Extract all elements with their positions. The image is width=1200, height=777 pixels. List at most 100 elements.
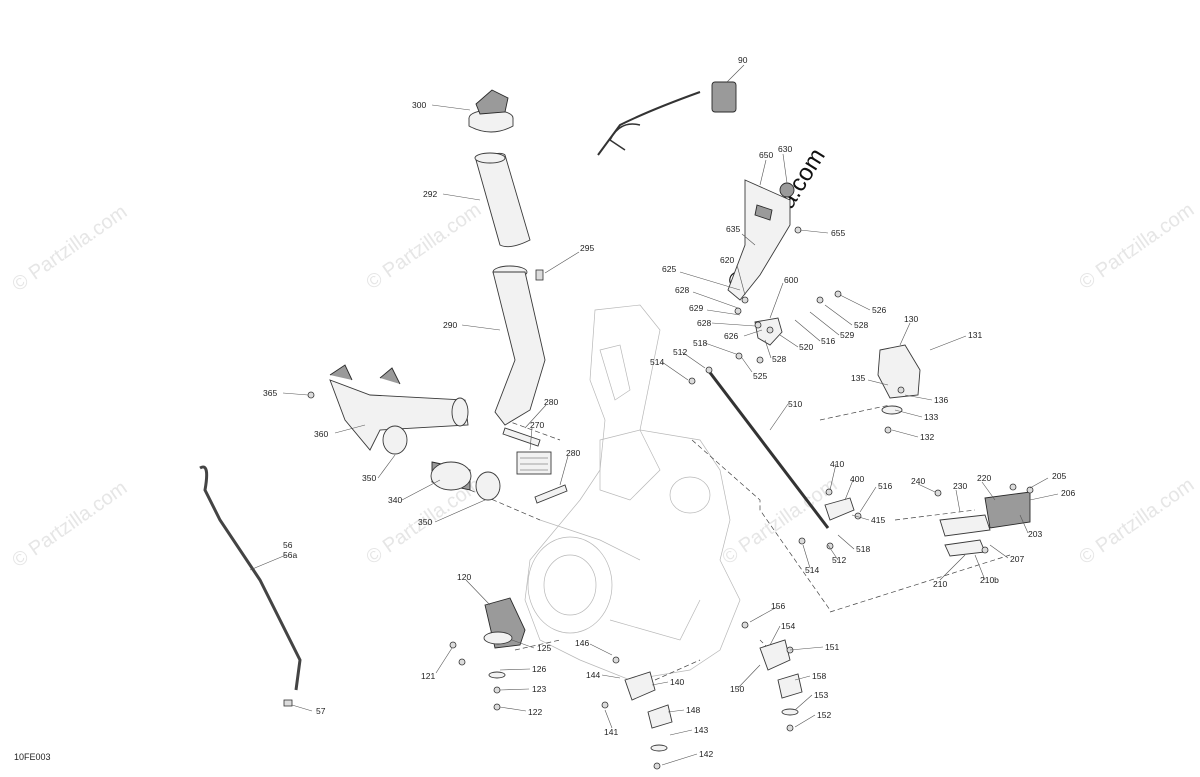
callout-510: 510 — [788, 399, 802, 409]
callout-152: 152 — [817, 710, 831, 720]
callout-518-upper: 518 — [693, 338, 707, 348]
callout-142: 142 — [699, 749, 713, 759]
callout-628-upper: 628 — [675, 285, 689, 295]
callout-514-upper: 514 — [650, 357, 664, 367]
callout-122: 122 — [528, 707, 542, 717]
callout-360: 360 — [314, 429, 328, 439]
callout-270: 270 — [530, 420, 544, 430]
engine-mount-150 — [759, 639, 803, 716]
watermark: © Partzilla.com — [1075, 199, 1198, 294]
callout-141: 141 — [604, 727, 618, 737]
callout-153: 153 — [814, 690, 828, 700]
callout-158: 158 — [812, 671, 826, 681]
callout-140: 140 — [670, 677, 684, 687]
callout-400: 400 — [850, 474, 864, 484]
callout-150: 150 — [730, 684, 744, 694]
callout-123: 123 — [532, 684, 546, 694]
intake-cap-part — [468, 89, 514, 133]
engine-ghost — [524, 304, 741, 681]
callout-120: 120 — [457, 572, 471, 582]
callout-205: 205 — [1052, 471, 1066, 481]
callout-220: 220 — [977, 473, 991, 483]
callout-625: 625 — [662, 264, 676, 274]
callout-528-lower: 528 — [772, 354, 786, 364]
callout-203: 203 — [1028, 529, 1042, 539]
intake-duct-part — [492, 265, 546, 426]
sensor-bracket-part — [939, 491, 1031, 557]
callout-415: 415 — [871, 515, 885, 525]
callout-340: 340 — [388, 495, 402, 505]
callout-620: 620 — [720, 255, 734, 265]
callout-146: 146 — [575, 638, 589, 648]
callout-280-upper: 280 — [544, 397, 558, 407]
callout-121: 121 — [421, 671, 435, 681]
callout-300: 300 — [412, 100, 426, 110]
shift-rod-part — [706, 369, 830, 529]
diagram-code: 10FE003 — [14, 752, 51, 762]
callout-135: 135 — [851, 373, 865, 383]
callout-626: 626 — [724, 331, 738, 341]
callout-206: 206 — [1061, 488, 1075, 498]
vent-hose-part — [199, 465, 302, 691]
callout-133: 133 — [924, 412, 938, 422]
callout-90: 90 — [738, 55, 748, 65]
clamp-coupler-parts — [382, 425, 501, 501]
callout-156: 156 — [771, 601, 785, 611]
callout-131: 131 — [968, 330, 982, 340]
callout-154: 154 — [781, 621, 795, 631]
callout-516-lower: 516 — [878, 481, 892, 491]
callout-629: 629 — [689, 303, 703, 313]
callout-230: 230 — [953, 481, 967, 491]
callout-151: 151 — [825, 642, 839, 652]
watermark: © Partzilla.com — [1075, 474, 1198, 569]
intake-tube-part — [329, 364, 469, 451]
callout-143: 143 — [694, 725, 708, 735]
callout-528-upper: 528 — [854, 320, 868, 330]
callout-650: 650 — [759, 150, 773, 160]
callout-56: 56 — [283, 540, 293, 550]
callout-350-lower: 350 — [418, 517, 432, 527]
callout-144: 144 — [586, 670, 600, 680]
callout-526-upper: 526 — [872, 305, 886, 315]
callout-520: 520 — [799, 342, 813, 352]
hardware-items — [307, 226, 1034, 770]
leader-lines — [249, 64, 1059, 766]
watermark: © Partzilla.com — [8, 201, 131, 296]
watermark: © Partzilla.com — [362, 199, 485, 294]
callout-516-upper: 516 — [821, 336, 835, 346]
vent-hose-clamp — [283, 699, 293, 707]
callout-132: 132 — [920, 432, 934, 442]
callout-130: 130 — [904, 314, 918, 324]
callout-210b: 210b — [980, 575, 999, 585]
callout-525: 525 — [753, 371, 767, 381]
callout-labels: 90 300 292 295 290 365 360 280 270 280 3… — [263, 55, 1075, 759]
intake-bellows-part — [474, 152, 531, 248]
callout-410: 410 — [830, 459, 844, 469]
callout-514-lower: 514 — [805, 565, 819, 575]
mount-bracket-part — [727, 179, 795, 301]
callout-365: 365 — [263, 388, 277, 398]
callout-655: 655 — [831, 228, 845, 238]
callout-240: 240 — [911, 476, 925, 486]
engine-mount-140 — [624, 671, 673, 752]
callout-295: 295 — [580, 243, 594, 253]
callout-148: 148 — [686, 705, 700, 715]
callout-512-lower: 512 — [832, 555, 846, 565]
wire-harness-part — [597, 81, 737, 156]
engine-mount-130 — [877, 344, 921, 415]
callout-280-lower: 280 — [566, 448, 580, 458]
callout-56a: 56a — [283, 550, 297, 560]
callout-630: 630 — [778, 144, 792, 154]
hose-parts — [502, 427, 568, 504]
callout-125: 125 — [537, 643, 551, 653]
clip-part — [535, 269, 544, 281]
callout-628-lower: 628 — [697, 318, 711, 328]
callout-512-upper: 512 — [673, 347, 687, 357]
callout-350-upper: 350 — [362, 473, 376, 483]
callout-635: 635 — [726, 224, 740, 234]
callout-57: 57 — [316, 706, 326, 716]
callout-126: 126 — [532, 664, 546, 674]
callout-518-lower: 518 — [856, 544, 870, 554]
